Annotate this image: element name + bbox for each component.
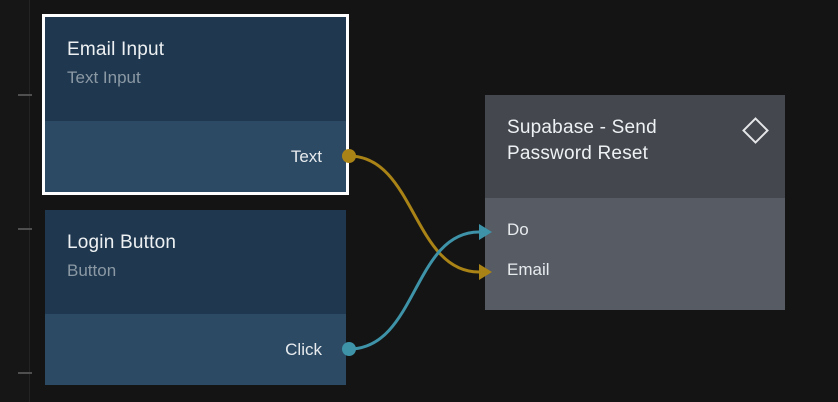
output-port-click[interactable]: Click <box>285 339 322 359</box>
input-port-email[interactable]: Email <box>507 260 550 279</box>
offscreen-connection-stub <box>18 228 32 230</box>
input-port-do[interactable]: Do <box>507 220 529 239</box>
node-title: Email Input <box>67 39 165 60</box>
connection-text-to-email[interactable] <box>348 154 480 274</box>
node-title: Supabase - Send Password Reset <box>507 117 657 164</box>
offscreen-connection-stub <box>18 94 32 96</box>
input-port-row: Email <box>485 250 785 290</box>
node-title: Login Button <box>67 232 177 253</box>
connection-click-to-do[interactable] <box>348 230 480 351</box>
node-header: Email Input Text Input <box>45 17 346 121</box>
node-supabase-send-password-reset[interactable]: Supabase - Send Password Reset Do Email <box>485 95 785 310</box>
node-subtitle: Button <box>67 260 117 280</box>
output-port-strip: Click <box>45 314 346 385</box>
input-port-row: Do <box>485 210 785 250</box>
node-subtitle: Text Input <box>67 67 141 87</box>
node-email-input[interactable]: Email Input Text Input Text <box>45 17 346 192</box>
input-port-strip: Do Email <box>485 198 785 310</box>
output-port-strip: Text <box>45 121 346 192</box>
diamond-icon <box>742 117 769 144</box>
offscreen-connection-stub <box>18 372 32 374</box>
node-login-button[interactable]: Login Button Button Click <box>45 210 346 385</box>
canvas-left-rail <box>0 0 30 402</box>
node-header: Supabase - Send Password Reset <box>485 95 785 198</box>
node-header: Login Button Button <box>45 210 346 314</box>
output-port-text[interactable]: Text <box>290 146 322 166</box>
